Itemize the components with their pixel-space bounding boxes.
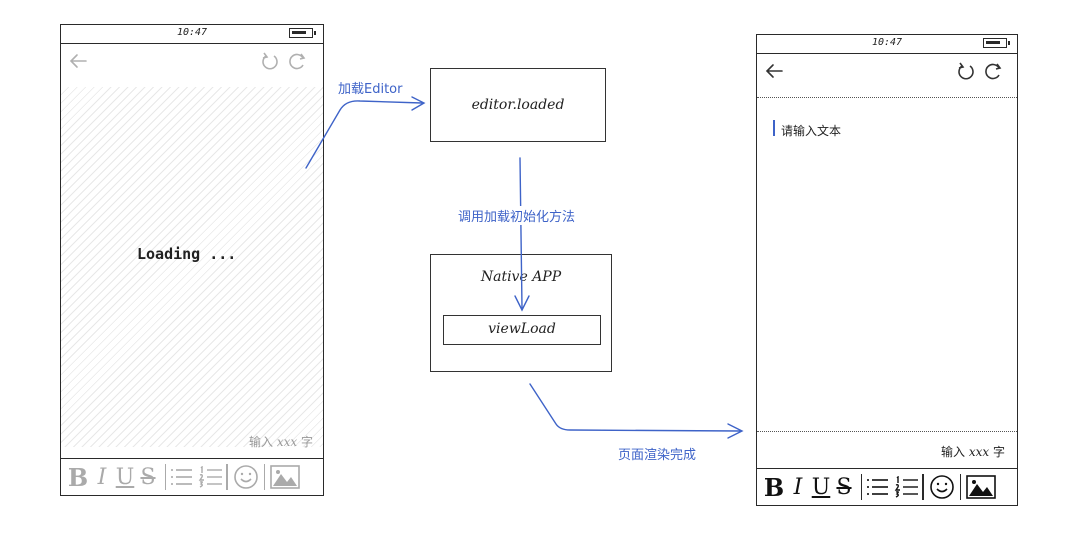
image-icon[interactable] [961,469,1001,505]
toolbar-divider [861,474,863,500]
italic-button[interactable]: I [793,474,803,500]
arrow-load-editor-head [411,96,426,111]
count-value: xxx [968,445,990,459]
editor-loaded-label: editor.loaded [471,97,565,113]
undo-icon[interactable] [259,50,281,72]
italic-button[interactable]: I [97,464,107,490]
redo-icon[interactable] [983,60,1005,82]
underline-button[interactable]: U [811,474,831,500]
bullet-list-icon[interactable] [166,459,196,495]
redo-icon[interactable] [287,50,309,72]
editor-placeholder: 请输入文本 [781,124,842,138]
toolbar-divider [263,464,266,490]
battery-icon [289,28,316,38]
native-app-label: Native APP [480,269,562,285]
emoji-icon[interactable] [228,459,264,495]
count-prefix: 输入 [941,445,966,459]
text-cursor [773,120,775,136]
count-value: xxx [276,435,298,449]
arrow-render-done-head [727,423,744,439]
toolbar-divider [959,474,962,500]
strike-button[interactable]: S [836,474,852,500]
back-arrow-icon[interactable] [763,60,785,82]
battery-icon [983,38,1010,48]
nav-bar [61,44,323,80]
editor-toolbar: B I U S [61,458,323,495]
status-bar: 10:47 [757,35,1017,54]
arrow-render-done [529,383,741,432]
phone-right: 10:47 请输入文本 输入 xxx 字 B I [756,34,1018,506]
status-time: 10:47 [871,37,903,48]
toolbar-divider [922,474,924,500]
label-render-done: 页面渲染完成 [618,448,697,463]
emoji-icon[interactable] [924,469,960,505]
label-load-editor: 加载Editor [338,82,403,97]
count-suffix: 字 [300,435,313,449]
editor-toolbar: B I U S [757,468,1017,505]
bullet-list-icon[interactable] [862,469,892,505]
label-call-init: 调用加载初始化方法 [456,206,578,225]
toolbar-divider [165,464,167,490]
word-count: 输入 xxx 字 [249,433,313,450]
phone-left: 10:47 Loading ... 输入 xxx 字 B I U S [60,24,324,496]
loading-text: Loading ... [137,245,237,263]
back-arrow-icon[interactable] [67,50,89,72]
status-time: 10:47 [176,27,208,38]
underline-button[interactable]: U [115,464,135,490]
bold-button[interactable]: B [763,472,785,502]
native-app-box: Native APP viewLoad [430,254,612,372]
word-count: 输入 xxx 字 [941,443,1005,460]
image-icon[interactable] [265,459,305,495]
count-prefix: 输入 [249,435,274,449]
numbered-list-icon[interactable] [892,469,922,505]
status-bar: 10:47 [61,25,323,44]
editor-top-divider [757,97,1017,98]
undo-icon[interactable] [955,60,977,82]
view-load-box: viewLoad [443,315,601,345]
editor-loaded-box: editor.loaded [430,68,606,142]
view-load-label: viewLoad [488,321,556,337]
strike-button[interactable]: S [140,464,156,490]
loading-area: Loading ... [61,87,323,447]
count-suffix: 字 [992,445,1005,459]
toolbar-divider [226,464,228,490]
editor-bottom-divider [757,431,1017,432]
editor-area[interactable]: 请输入文本 [757,98,1017,430]
numbered-list-icon[interactable] [196,459,226,495]
nav-bar [757,54,1017,90]
bold-button[interactable]: B [67,462,89,492]
